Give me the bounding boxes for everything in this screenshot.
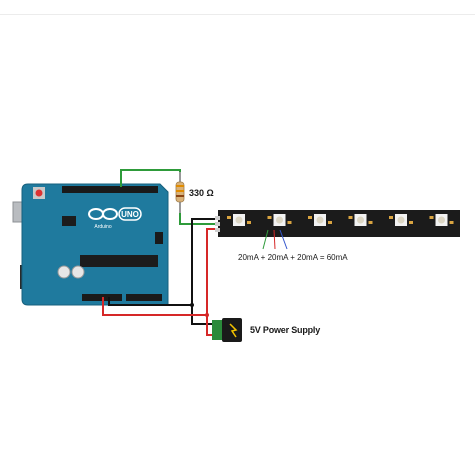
led-pixel xyxy=(308,214,332,226)
svg-text:Arduino: Arduino xyxy=(94,224,111,230)
led-capacitor xyxy=(247,221,251,224)
led-pixel xyxy=(429,214,454,226)
led-capacitor xyxy=(287,221,292,224)
led-pixel xyxy=(348,214,373,226)
led-lens xyxy=(316,216,324,224)
wires xyxy=(102,169,222,336)
reset-button-top xyxy=(35,189,43,197)
board-pcb xyxy=(21,183,169,306)
resistor xyxy=(175,172,185,213)
ground-wire-psu xyxy=(191,305,212,325)
led-resistor xyxy=(348,216,353,219)
data-wire-strip xyxy=(179,213,222,225)
junction-ground xyxy=(190,303,194,307)
capacitor-1 xyxy=(57,265,71,279)
led-resistor xyxy=(267,216,272,219)
resistor-label: 330 Ω xyxy=(189,188,214,198)
led-capacitor xyxy=(328,221,332,224)
led-lens xyxy=(397,216,405,224)
arduino-uno-board: UNO Arduino xyxy=(12,183,169,306)
current-arrows xyxy=(262,229,288,250)
analog-header xyxy=(126,294,162,301)
led-capacitor xyxy=(409,221,413,224)
led-lens xyxy=(357,216,364,224)
led-capacitor xyxy=(368,221,373,224)
led-lens xyxy=(235,216,243,224)
power-wire-psu xyxy=(206,315,212,336)
power-supply-jack xyxy=(212,318,242,342)
led-pixel xyxy=(267,214,292,226)
led-resistor xyxy=(429,216,434,219)
data-wire xyxy=(120,169,181,187)
current-calculation: 20mA + 20mA + 20mA = 60mA xyxy=(238,253,348,262)
arduino-logo: UNO Arduino xyxy=(88,207,142,230)
icsp-header xyxy=(155,232,163,244)
digital-header xyxy=(62,186,158,193)
led-pixel xyxy=(389,214,413,226)
top-divider xyxy=(0,14,475,15)
led-resistor xyxy=(227,216,231,219)
led-lens xyxy=(276,216,283,224)
led-capacitor xyxy=(449,221,454,224)
led-resistor xyxy=(389,216,393,219)
microcontroller-chip xyxy=(80,255,158,267)
led-strip xyxy=(215,210,460,237)
junction-power xyxy=(205,313,209,317)
power-supply-label: 5V Power Supply xyxy=(250,325,321,335)
svg-text:UNO: UNO xyxy=(121,210,139,219)
capacitor-2 xyxy=(71,265,85,279)
strip-pad-3 xyxy=(215,228,220,232)
small-ic xyxy=(62,216,76,226)
led-pixel xyxy=(227,214,251,226)
led-resistor xyxy=(308,216,312,219)
strip-pad-2 xyxy=(215,222,220,226)
led-lens xyxy=(438,216,445,224)
strip-pad-1 xyxy=(215,216,220,220)
led-strip-body xyxy=(218,210,460,237)
